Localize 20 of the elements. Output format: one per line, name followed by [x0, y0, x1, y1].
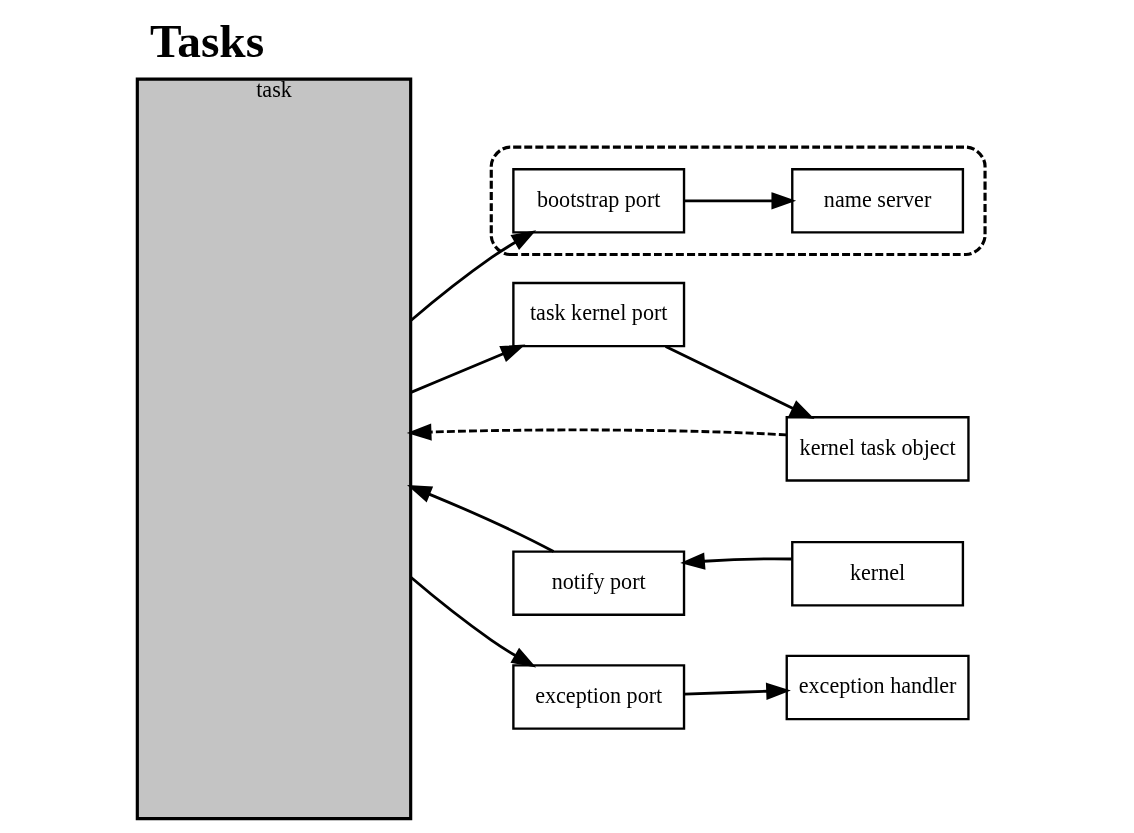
arrow — [409, 576, 536, 668]
node-box: task kernel port — [511, 281, 685, 348]
node-box: exception port — [511, 664, 685, 730]
node-box: kernel task object — [785, 416, 970, 482]
arrow — [664, 345, 815, 419]
arrow — [684, 192, 796, 210]
arrow — [683, 682, 791, 700]
arrow — [679, 552, 792, 570]
node-box: notify port — [511, 550, 685, 616]
node-box: name server — [790, 168, 964, 234]
node-box: task — [135, 77, 412, 821]
arrow — [406, 485, 554, 553]
arrow — [406, 423, 787, 441]
diagram-title: Tasks — [149, 15, 264, 68]
node-box: kernel — [790, 540, 964, 607]
node-box: exception handler — [785, 654, 970, 721]
arrow — [409, 344, 525, 394]
arrow — [409, 230, 536, 322]
node-box: bootstrap port — [511, 168, 685, 234]
cluster — [489, 145, 987, 257]
